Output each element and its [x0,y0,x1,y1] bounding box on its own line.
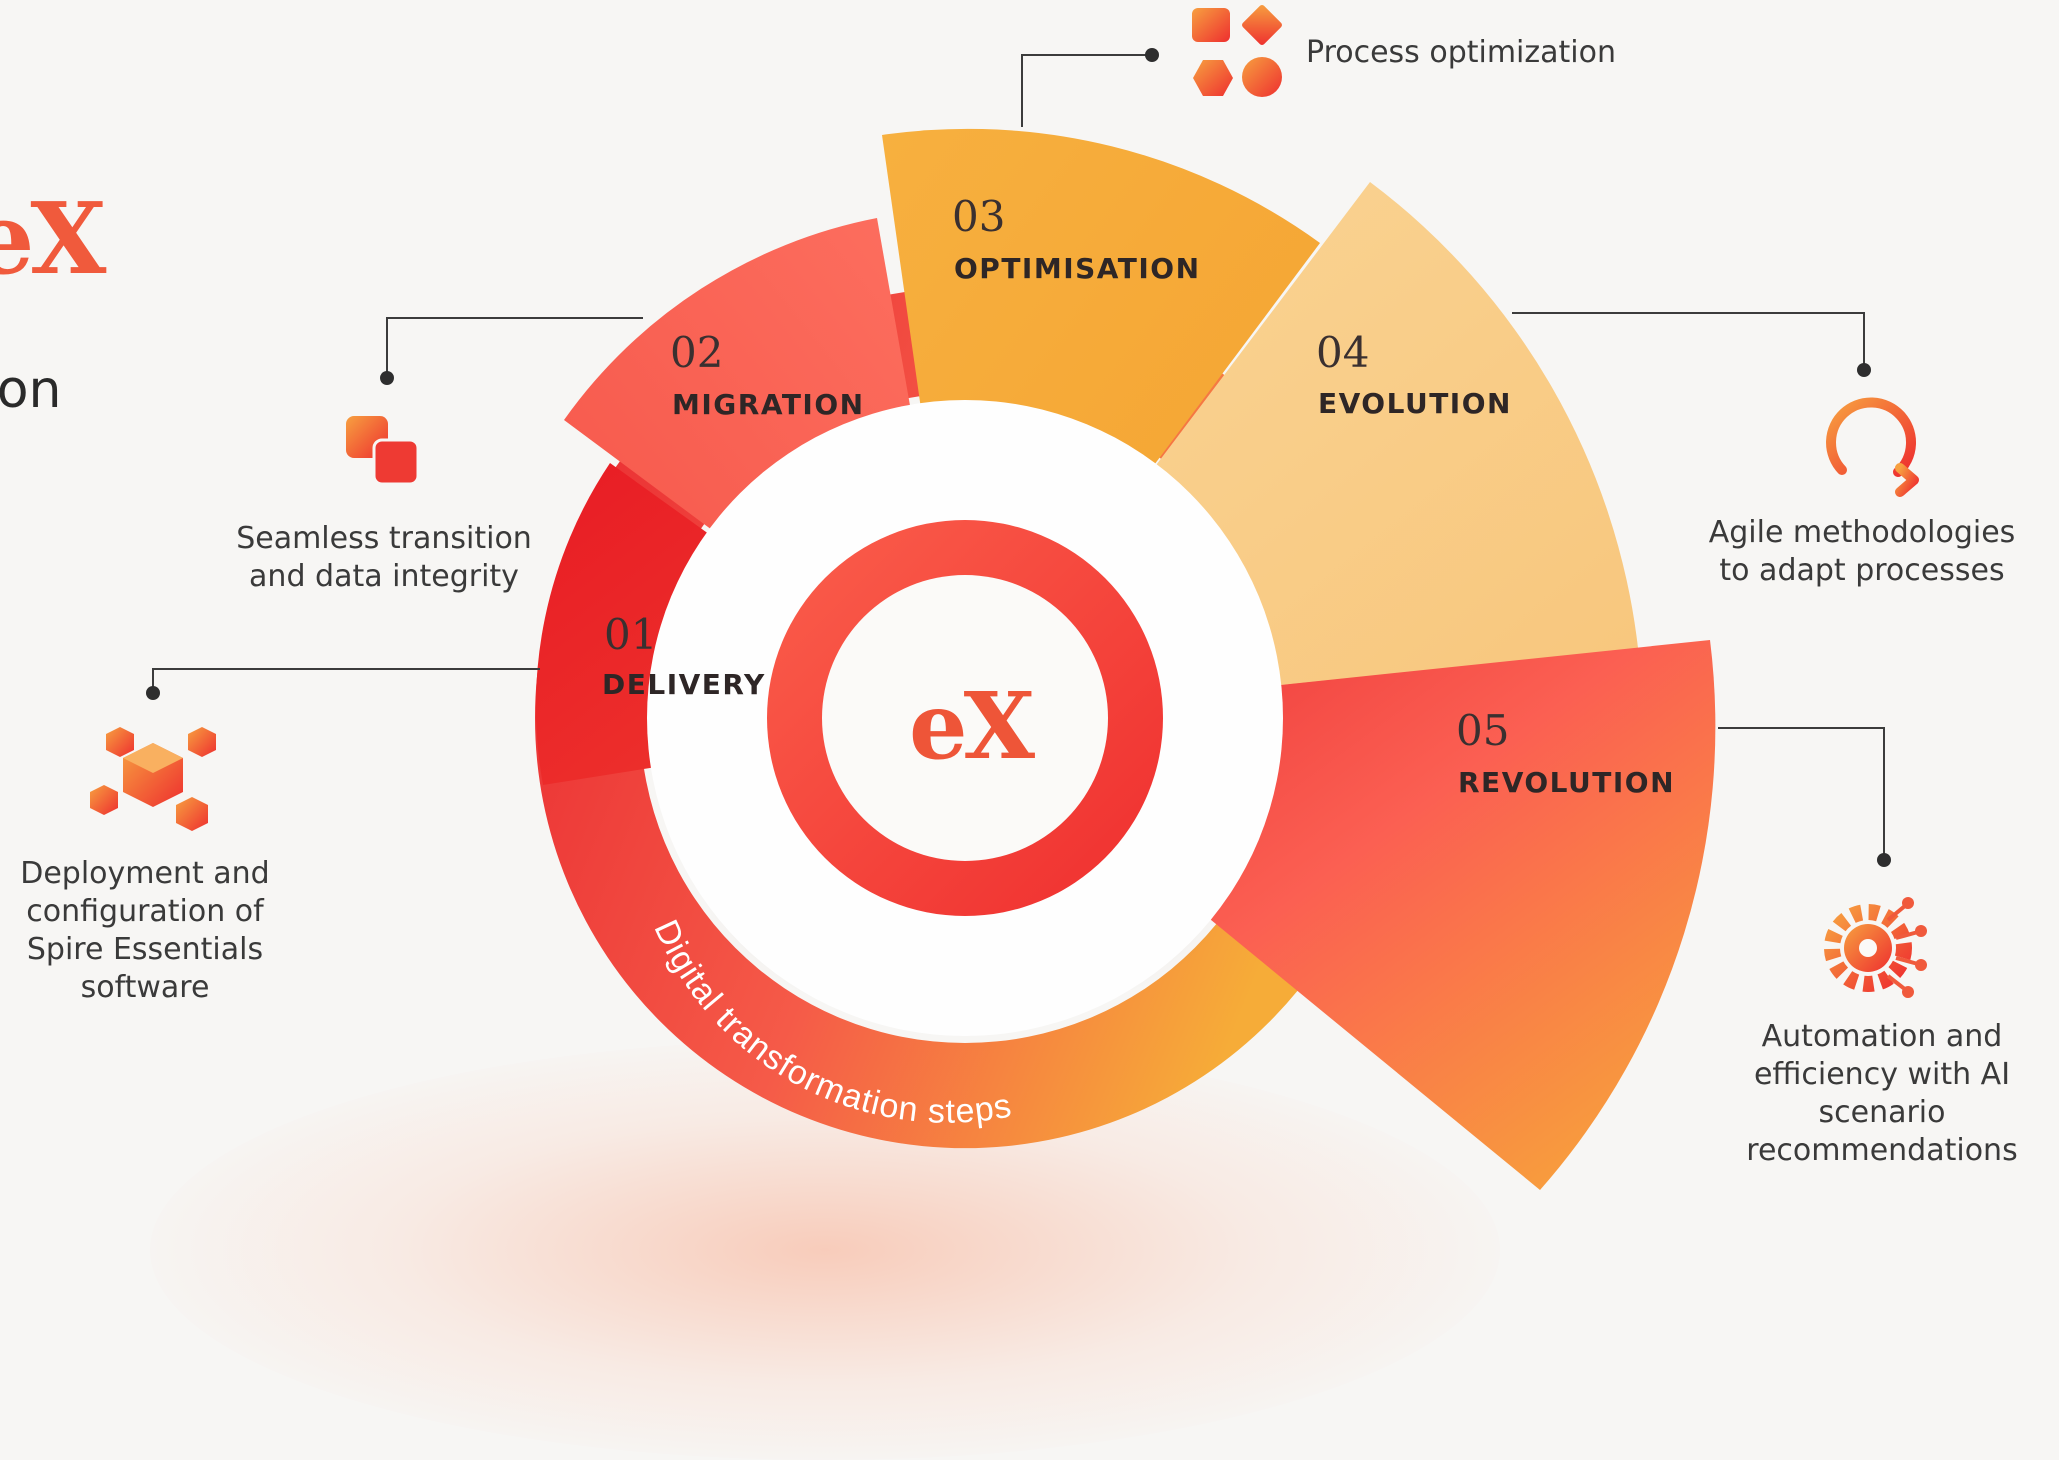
agile-loop-icon [1807,397,1919,497]
transformation-wheel: Digital transformation steps [90,5,1927,1190]
description-optimisation: Process optimization [1306,35,1616,70]
connector-lines [152,54,1885,860]
description-evolution: Agile methodologies to adapt processes [1708,515,2016,588]
step-number-04: 04 [1316,328,1370,377]
step-label-delivery: DELIVERY [602,668,766,701]
cubes-icon [90,727,216,831]
step-label-optimisation: OPTIMISATION [954,252,1201,285]
step-label-revolution: REVOLUTION [1458,766,1676,799]
infographic: eX ation [0,5,2018,1460]
step-number-03: 03 [952,192,1006,241]
description-delivery: Deployment and configuration of Spire Es… [20,856,270,1005]
description-migration: Seamless transition and data integrity [236,521,532,594]
connector-dots [146,48,1891,867]
shapes-icon [1192,5,1282,97]
step-number-01: 01 [604,610,658,659]
brand-logo: eX [0,182,106,297]
step-label-evolution: EVOLUTION [1318,387,1512,420]
step-number-05: 05 [1456,706,1510,755]
ai-gear-icon [1824,897,1927,998]
step-label-migration: MIGRATION [672,388,865,421]
hub-center [822,575,1108,861]
step-number-02: 02 [670,328,724,377]
center-logo: eX [909,672,1035,780]
overlapping-squares-icon [346,416,420,486]
brand-heading: ation [0,360,62,420]
description-revolution: Automation and efficiency with AI scenar… [1746,1019,2018,1168]
